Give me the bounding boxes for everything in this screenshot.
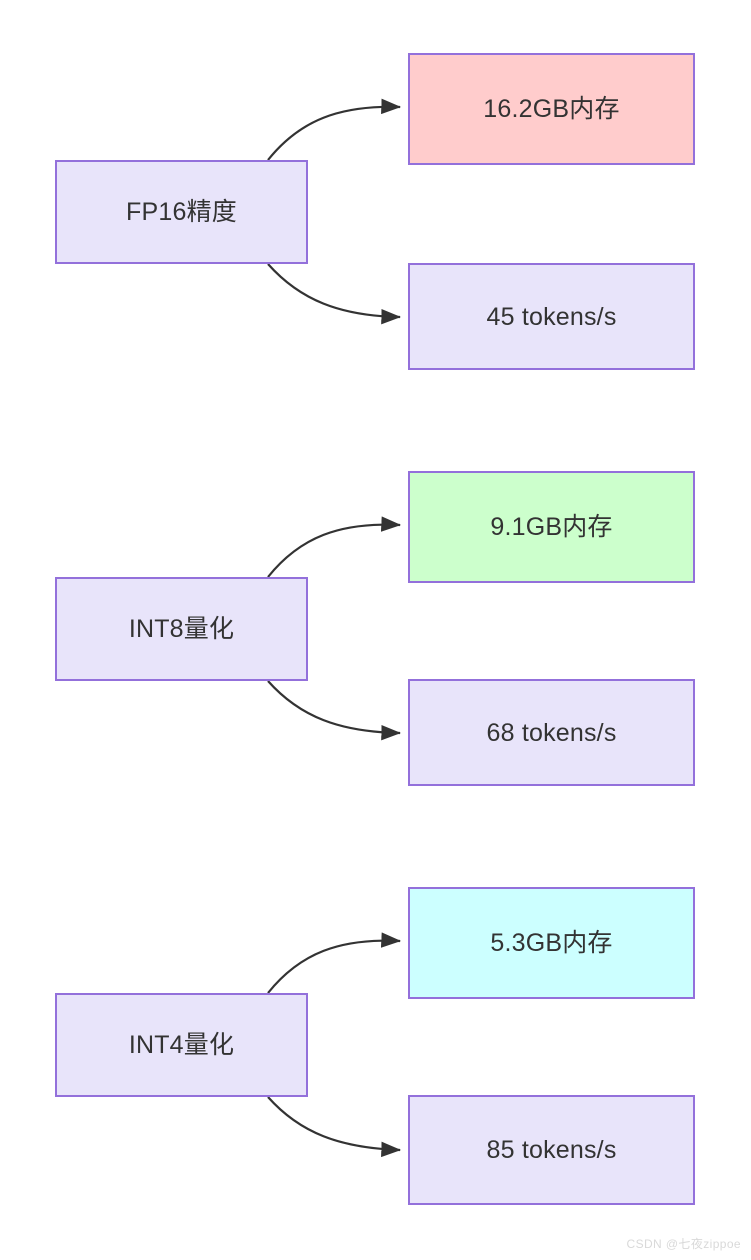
node-fp16-memory[interactable]: 16.2GB内存 <box>408 53 695 165</box>
node-int4-memory[interactable]: 5.3GB内存 <box>408 887 695 999</box>
edge-fp16-to-speed <box>267 263 402 325</box>
node-label: INT4量化 <box>128 1031 235 1059</box>
watermark: CSDN @七夜zippoe <box>626 1237 741 1251</box>
node-label: 9.1GB内存 <box>490 513 613 541</box>
node-label: INT8量化 <box>128 615 235 643</box>
node-label: 16.2GB内存 <box>483 95 620 123</box>
edge-int8-to-speed <box>267 680 402 741</box>
edge-int4-to-memory <box>267 932 402 994</box>
edge-int8-to-memory <box>267 516 402 578</box>
node-label: 68 tokens/s <box>486 718 617 747</box>
node-int8-quantization[interactable]: INT8量化 <box>55 577 308 681</box>
node-int8-speed[interactable]: 68 tokens/s <box>408 679 695 786</box>
node-label: 85 tokens/s <box>486 1136 617 1164</box>
edge-int4-to-speed <box>267 1096 402 1158</box>
edge-fp16-to-memory <box>267 98 402 161</box>
node-int4-speed[interactable]: 85 tokens/s <box>408 1095 695 1205</box>
node-int4-quantization[interactable]: INT4量化 <box>55 993 308 1097</box>
node-int8-memory[interactable]: 9.1GB内存 <box>408 471 695 583</box>
node-label: 45 tokens/s <box>486 302 617 331</box>
node-label: 5.3GB内存 <box>490 929 613 957</box>
node-fp16-precision[interactable]: FP16精度 <box>55 160 308 264</box>
node-label: FP16精度 <box>126 198 237 226</box>
node-fp16-speed[interactable]: 45 tokens/s <box>408 263 695 370</box>
